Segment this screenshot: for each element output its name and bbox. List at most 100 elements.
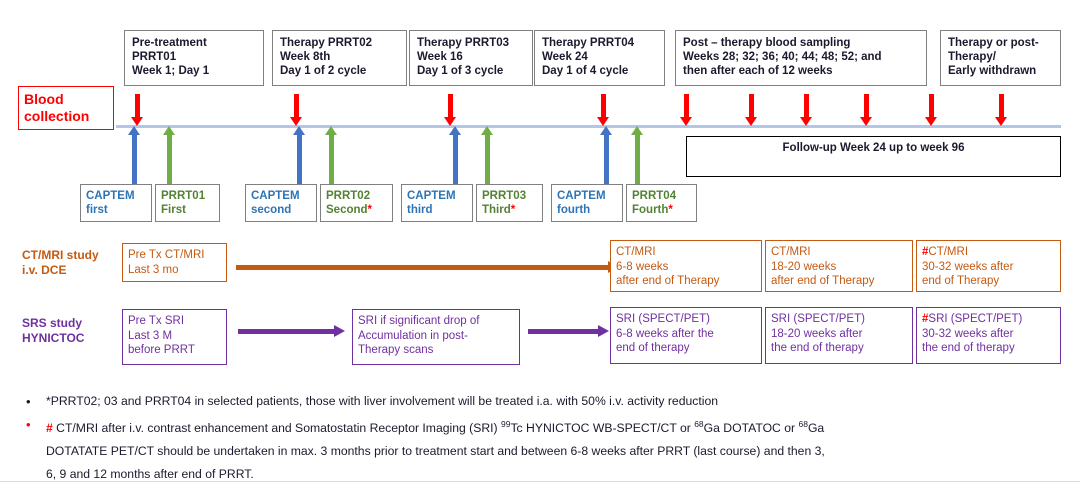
treatment-line: Second* bbox=[326, 204, 373, 216]
timepoint-box-early-withdrawn: Therapy or post- Therapy/ Early withdraw… bbox=[940, 30, 1061, 86]
ctmri-label-line: i.v. DCE bbox=[22, 263, 67, 277]
treatment-box-captem-second: CAPTEM second bbox=[245, 184, 317, 222]
timepoint-line: Day 1 of 2 cycle bbox=[280, 65, 367, 77]
srs-post-line: #SRI (SPECT/PET) bbox=[922, 313, 1023, 325]
srs-post-line: 6-8 weeks after the bbox=[616, 327, 714, 340]
treatment-box-captem-fourth: CAPTEM fourth bbox=[551, 184, 623, 222]
srs-post-line: SRI (SPECT/PET) bbox=[771, 313, 865, 325]
srs-mid-line: Therapy scans bbox=[358, 344, 434, 356]
treatment-line: CAPTEM bbox=[557, 190, 606, 202]
footnote-text: *PRRT02; 03 and PRRT04 in selected patie… bbox=[46, 394, 718, 408]
ctmri-30-32-weeks-box: #CT/MRI 30-32 weeks after end of Therapy bbox=[916, 240, 1061, 292]
timepoint-line: Therapy PRRT03 bbox=[417, 37, 510, 49]
blood-draw-arrow-icon bbox=[680, 94, 692, 126]
srs-post-line: SRI (SPECT/PET) bbox=[616, 313, 710, 325]
footnotes: • *PRRT02; 03 and PRRT04 in selected pat… bbox=[16, 390, 1066, 486]
timepoint-line: Week 16 bbox=[417, 51, 463, 63]
blood-draw-arrow-icon bbox=[860, 94, 872, 126]
footnote-text-line3: 6, 9 and 12 months after end of PRRT. bbox=[46, 467, 254, 482]
srs-post-line: 18-20 weeks after bbox=[771, 327, 863, 340]
srs-mid-line: Accumulation in post- bbox=[358, 329, 468, 342]
srs-pre-line: Pre Tx SRI bbox=[128, 315, 185, 327]
treatment-box-prrt01-first: PRRT01 First bbox=[155, 184, 220, 222]
srs-post-line: 30-32 weeks after bbox=[922, 327, 1014, 340]
asterisk-marker: * bbox=[668, 204, 673, 216]
footnote-asterisk: • *PRRT02; 03 and PRRT04 in selected pat… bbox=[16, 390, 1066, 413]
blood-draw-arrow-icon bbox=[290, 94, 302, 126]
timepoint-line: PRRT01 bbox=[132, 51, 177, 63]
captem-arrow-icon bbox=[293, 126, 305, 194]
ctmri-post-line: 30-32 weeks after bbox=[922, 260, 1014, 273]
ctmri-post-line: 6-8 weeks bbox=[616, 260, 669, 273]
timepoint-line: Week 24 bbox=[542, 51, 588, 63]
footnote-text: # CT/MRI after i.v. contrast enhancement… bbox=[46, 419, 825, 436]
timepoint-box-pre-treatment: Pre-treatment PRRT01 Week 1; Day 1 bbox=[124, 30, 264, 86]
srs-mid-line: SRI if significant drop of bbox=[358, 315, 480, 327]
ctmri-post-line: 18-20 weeks bbox=[771, 260, 837, 273]
blood-draw-arrow-icon bbox=[131, 94, 143, 126]
blood-draw-arrow-icon bbox=[597, 94, 609, 126]
prrt-arrow-icon bbox=[163, 126, 175, 194]
treatment-line: PRRT02 bbox=[326, 190, 371, 202]
blood-draw-arrow-icon bbox=[925, 94, 937, 126]
blood-draw-arrow-icon bbox=[995, 94, 1007, 126]
ctmri-post-line: #CT/MRI bbox=[922, 246, 969, 258]
timepoint-line: Week 8th bbox=[280, 51, 331, 63]
prrt-arrow-icon bbox=[631, 126, 643, 194]
timepoint-line: Post – therapy blood sampling bbox=[683, 37, 851, 49]
timeline-axis bbox=[116, 125, 1061, 128]
treatment-line: CAPTEM bbox=[407, 190, 456, 202]
srs-pre-line: Last 3 M bbox=[128, 329, 173, 342]
ctmri-row-label: CT/MRI study i.v. DCE bbox=[22, 248, 99, 278]
sri-18-20-weeks-box: SRI (SPECT/PET) 18-20 weeks after the en… bbox=[765, 307, 913, 364]
captem-arrow-icon bbox=[600, 126, 612, 194]
treatment-line: PRRT04 bbox=[632, 190, 677, 202]
treatment-line: CAPTEM bbox=[251, 190, 300, 202]
treatment-line: CAPTEM bbox=[86, 190, 135, 202]
treatment-box-prrt02-second: PRRT02 Second* bbox=[320, 184, 393, 222]
followup-line: Week 24 up to week 96 bbox=[840, 142, 965, 154]
prrt-arrow-icon bbox=[481, 126, 493, 194]
treatment-line: PRRT03 bbox=[482, 190, 527, 202]
ctmri-post-line: CT/MRI bbox=[616, 246, 656, 258]
timepoint-line: Week 1; Day 1 bbox=[132, 65, 210, 77]
treatment-line: second bbox=[251, 204, 292, 216]
ctmri-18-20-weeks-box: CT/MRI 18-20 weeks after end of Therapy bbox=[765, 240, 913, 292]
treatment-box-captem-first: CAPTEM first bbox=[80, 184, 152, 222]
treatment-box-prrt04-fourth: PRRT04 Fourth* bbox=[626, 184, 697, 222]
ctmri-post-line: after end of Therapy bbox=[616, 275, 720, 287]
asterisk-marker: * bbox=[510, 204, 516, 216]
timepoint-line: Therapy PRRT04 bbox=[542, 37, 635, 49]
srs-label-line: SRS study bbox=[22, 316, 83, 330]
ctmri-pre-line: Last 3 mo bbox=[128, 263, 179, 276]
blood-collection-line: collection bbox=[24, 108, 90, 124]
bottom-divider bbox=[0, 481, 1080, 488]
treatment-box-prrt03-third: PRRT03 Third* bbox=[476, 184, 543, 222]
srs-conditional-box: SRI if significant drop of Accumulation … bbox=[352, 309, 520, 365]
ctmri-post-line: end of Therapy bbox=[922, 275, 1000, 287]
treatment-line: Third* bbox=[482, 204, 516, 216]
captem-arrow-icon bbox=[128, 126, 140, 194]
followup-line: Follow-up bbox=[782, 142, 837, 154]
srs-label-line: HYNICTOC bbox=[22, 331, 85, 345]
followup-box: Follow-up Week 24 up to week 96 bbox=[686, 136, 1061, 177]
timepoint-line: Therapy or post- bbox=[948, 37, 1039, 49]
ctmri-progress-arrow-icon bbox=[236, 261, 618, 273]
timepoint-line: Pre-treatment bbox=[132, 37, 207, 49]
blood-draw-arrow-icon bbox=[800, 94, 812, 126]
sri-30-32-weeks-box: #SRI (SPECT/PET) 30-32 weeks after the e… bbox=[916, 307, 1061, 364]
srs-post-line: the end of therapy bbox=[771, 342, 864, 354]
treatment-line: fourth bbox=[557, 204, 591, 216]
ctmri-pre-line: Pre Tx CT/MRI bbox=[128, 249, 205, 261]
srs-post-line: end of therapy bbox=[616, 342, 690, 354]
timepoint-line: Day 1 of 4 cycle bbox=[542, 65, 629, 77]
timepoint-line: Therapy/ bbox=[948, 51, 996, 63]
srs-pre-treatment-box: Pre Tx SRI Last 3 M before PRRT bbox=[122, 309, 227, 365]
timepoint-box-post-therapy-sampling: Post – therapy blood sampling Weeks 28; … bbox=[675, 30, 927, 86]
prrt-arrow-icon bbox=[325, 126, 337, 194]
treatment-box-captem-third: CAPTEM third bbox=[401, 184, 473, 222]
treatment-line: third bbox=[407, 204, 433, 216]
timepoint-line: Early withdrawn bbox=[948, 65, 1037, 77]
srs-arrow-1-icon bbox=[238, 325, 346, 337]
